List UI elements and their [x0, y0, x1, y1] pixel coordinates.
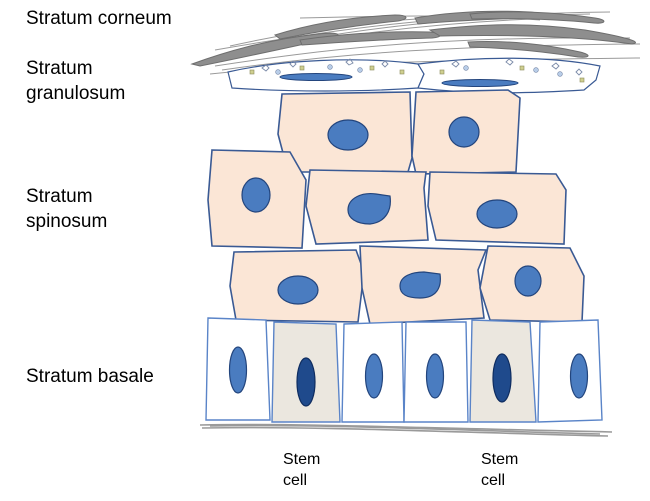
- spinous-cell-nucleus: [347, 193, 391, 225]
- corneum-flake: [273, 14, 407, 40]
- granular-cell-nucleus: [279, 73, 353, 81]
- stratum-granulosum-layer: [227, 57, 601, 94]
- stratum-basale-label: Stratum basale: [26, 366, 154, 387]
- spinous-cell-nucleus: [399, 271, 441, 299]
- stratum-spinosum-layer: [207, 89, 585, 325]
- spinous-cell-nucleus: [476, 199, 518, 229]
- spinous-cell-nucleus: [448, 116, 480, 148]
- stem-cell-label-right: Stem cell: [481, 451, 519, 489]
- corneum-flake: [467, 40, 589, 58]
- stem-cell-nucleus: [492, 353, 512, 403]
- basal-cell-nucleus: [228, 346, 248, 394]
- granular-cell-nucleus: [441, 79, 519, 87]
- basal-cell-nucleus: [364, 353, 384, 399]
- stem-cell-label-left: Stem cell: [283, 451, 321, 489]
- stratum-basale-layer: [205, 317, 603, 423]
- basal-cell: [537, 319, 603, 423]
- stratum-spinosum-label: Stratum spinosum: [26, 186, 108, 232]
- stratum-granulosum-label: Stratum granulosum: [26, 58, 126, 104]
- spinous-cell-nucleus: [277, 275, 319, 305]
- corneum-flake: [469, 11, 605, 24]
- stem-cell-nucleus: [296, 357, 316, 407]
- basement-membrane: [199, 423, 613, 437]
- stratum-corneum-label: Stratum corneum: [26, 8, 172, 29]
- basal-cell-nucleus: [425, 353, 445, 399]
- corneum-flake: [428, 24, 636, 45]
- spinous-cell-nucleus: [241, 177, 271, 213]
- spinous-cell-nucleus: [514, 265, 542, 297]
- stratum-corneum-layer: [190, 10, 641, 75]
- granular-cell: [417, 57, 601, 94]
- spinous-cell-nucleus: [327, 119, 369, 151]
- basal-cell-nucleus: [569, 353, 589, 399]
